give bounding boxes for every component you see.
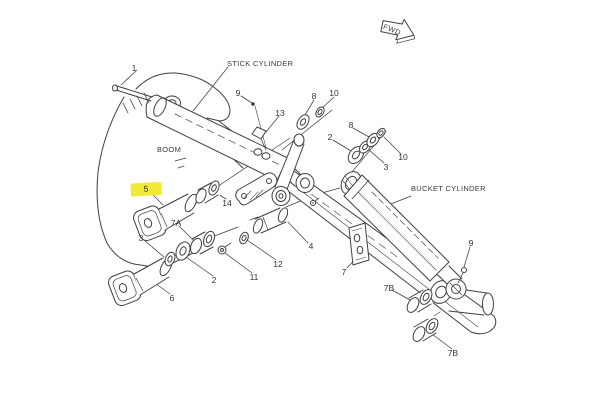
washer-12 <box>239 231 249 245</box>
boom-outline <box>96 72 259 269</box>
callout-7B[interactable]: 7B <box>383 282 395 293</box>
callout-12[interactable]: 12 <box>273 258 283 269</box>
plate-7 <box>348 222 370 266</box>
small-bolt <box>310 197 320 206</box>
washer-3-left <box>164 251 176 267</box>
bushing-7b-lower <box>412 318 439 342</box>
fwd-arrow: FWD <box>380 18 415 44</box>
pin-1 <box>112 84 153 102</box>
callout-2[interactable]: 2 <box>327 131 333 142</box>
ring-10-right <box>376 127 386 139</box>
callout-10[interactable]: 10 <box>329 87 339 98</box>
callout-2[interactable]: 2 <box>211 274 217 285</box>
bolt-11 <box>217 242 232 255</box>
callout-14[interactable]: 14 <box>222 197 232 208</box>
bucket-cylinder <box>340 171 467 300</box>
link-assembly <box>235 126 305 206</box>
component-label-stick-cylinder: STICK CYLINDER <box>227 59 294 68</box>
callout-1[interactable]: 1 <box>131 62 137 73</box>
callout-8[interactable]: 8 <box>348 119 354 130</box>
callout-6[interactable]: 6 <box>169 292 175 303</box>
callout-3[interactable]: 3 <box>138 232 144 243</box>
component-label-boom: BOOM <box>157 145 182 154</box>
washer-2-left <box>175 241 191 261</box>
callout-7[interactable]: 7 <box>341 266 347 277</box>
grease-fitting-9 <box>457 267 467 284</box>
ring-10-top <box>315 106 325 118</box>
callout-4[interactable]: 4 <box>308 240 314 251</box>
callout-13[interactable]: 13 <box>275 107 285 118</box>
pin-5 <box>133 193 198 242</box>
callout-10[interactable]: 10 <box>398 151 408 162</box>
callout-3[interactable]: 3 <box>383 161 389 172</box>
component-label-bucket-cylinder: BUCKET CYLINDER <box>411 184 486 193</box>
washer-8-top <box>296 114 310 130</box>
callout-11[interactable]: 11 <box>249 271 259 282</box>
bushing-7a <box>189 230 216 255</box>
pin-6 <box>108 257 173 307</box>
pin-4 <box>252 207 289 234</box>
callout-8[interactable]: 8 <box>311 90 317 101</box>
callout-7A[interactable]: 7A <box>170 217 182 228</box>
callout-9[interactable]: 9 <box>468 237 474 248</box>
callout-7B[interactable]: 7B <box>447 347 459 358</box>
callout-5[interactable]: 5 <box>130 181 162 197</box>
clip-13 <box>251 126 267 151</box>
bushing-14 <box>195 180 220 204</box>
bushing-7b-upper <box>406 289 433 313</box>
stick-cylinder <box>145 94 315 193</box>
callout-9[interactable]: 9 <box>235 87 241 98</box>
